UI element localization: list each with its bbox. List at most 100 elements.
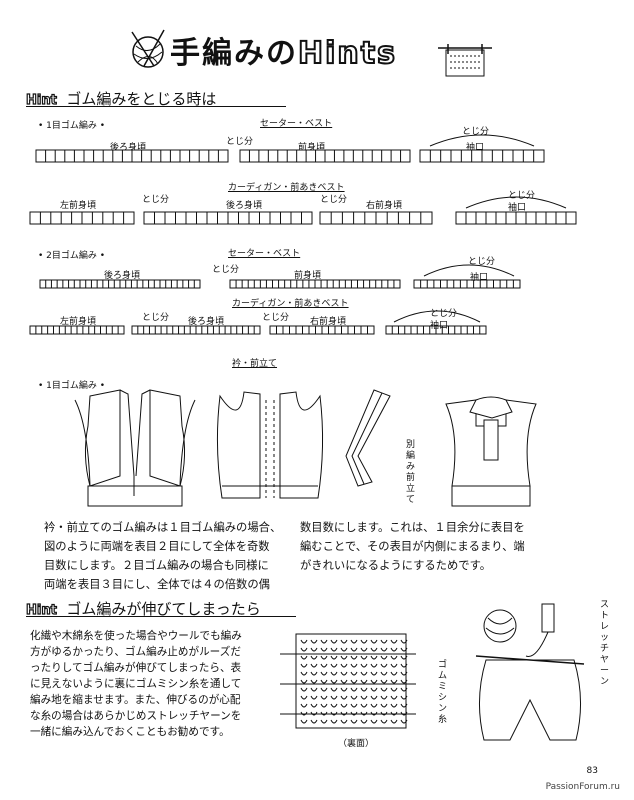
sweater-vest-label-2: セーター・ベスト bbox=[228, 249, 301, 259]
knit-loop bbox=[350, 695, 358, 700]
back-label-1: 後ろ身頃 bbox=[110, 143, 147, 153]
knit-loop bbox=[310, 679, 318, 684]
vest-diagram bbox=[74, 389, 196, 507]
knit-loop bbox=[300, 695, 308, 700]
seam-arrow bbox=[393, 310, 481, 323]
knit-loop bbox=[380, 639, 388, 644]
knit-loop bbox=[400, 703, 408, 708]
knit-loop bbox=[400, 679, 408, 684]
hint-heading-1: Hint ゴム編みをとじる時は bbox=[25, 90, 217, 109]
knit-loop bbox=[310, 695, 318, 700]
knit-loop bbox=[320, 671, 328, 676]
sleeve-label-2: 袖口 bbox=[508, 203, 527, 213]
knit-loop bbox=[350, 711, 358, 716]
rib-stitch-diagrams bbox=[29, 134, 577, 335]
knit-loop bbox=[310, 703, 318, 708]
knit-loop bbox=[350, 639, 358, 644]
knit-loop bbox=[350, 719, 358, 724]
knit-loop bbox=[340, 663, 348, 668]
site-watermark: PassionForum.ru bbox=[545, 782, 620, 792]
knit-loop bbox=[400, 719, 408, 724]
knit-loop bbox=[320, 655, 328, 660]
one-rib-label-2: • 1目ゴム編み • bbox=[38, 381, 106, 391]
knit-loop bbox=[350, 655, 358, 660]
front-label-1: 前身頃 bbox=[298, 143, 326, 153]
knit-loop bbox=[310, 719, 318, 724]
knit-loop bbox=[370, 639, 378, 644]
back-label-3: 後ろ身頃 bbox=[104, 271, 141, 281]
knit-loop bbox=[360, 655, 368, 660]
knit-loop bbox=[320, 647, 328, 652]
knit-loop bbox=[340, 647, 348, 652]
knit-loop bbox=[310, 711, 318, 716]
knit-loop bbox=[320, 679, 328, 684]
collar-paragraph-right: 数目数にします。これは、１目余分に表目を編むことで、その表目が内側にまるまり、端… bbox=[300, 521, 525, 572]
knit-loop bbox=[300, 647, 308, 652]
hint-heading-2: Hint ゴム編みが伸びてしまったら bbox=[25, 600, 261, 619]
knit-loop bbox=[360, 719, 368, 724]
knit-loop bbox=[300, 663, 308, 668]
knit-loop bbox=[360, 687, 368, 692]
knit-loop bbox=[360, 695, 368, 700]
knit-loop bbox=[370, 687, 378, 692]
left-front-label-1: 左前身頃 bbox=[60, 201, 97, 211]
seam-label-2: とじ分 bbox=[462, 127, 490, 137]
knit-loop bbox=[400, 695, 408, 700]
sleeve-label-4: 袖口 bbox=[430, 321, 449, 331]
knit-loop bbox=[300, 655, 308, 660]
knit-loop bbox=[390, 703, 398, 708]
knit-loop bbox=[370, 655, 378, 660]
knit-loop bbox=[320, 663, 328, 668]
left-front-label-2: 左前身頃 bbox=[60, 317, 97, 327]
knit-loop bbox=[350, 671, 358, 676]
knit-loop bbox=[370, 679, 378, 684]
knit-loop bbox=[310, 687, 318, 692]
seam-label-6: とじ分 bbox=[212, 265, 240, 275]
seam-label-7: とじ分 bbox=[468, 257, 496, 267]
sweater-vest-label-1: セーター・ベスト bbox=[260, 119, 333, 129]
knit-loop bbox=[370, 647, 378, 652]
cardigan-vest-label-2: カーディガン・前あきベスト bbox=[232, 299, 349, 309]
knit-loop bbox=[340, 655, 348, 660]
back-label-2: 後ろ身頃 bbox=[226, 201, 263, 211]
right-front-label-1: 右前身頃 bbox=[366, 201, 403, 211]
knit-loop bbox=[320, 639, 328, 644]
polo-vest-diagram bbox=[445, 396, 537, 507]
knit-loop bbox=[390, 655, 398, 660]
knit-loop bbox=[400, 671, 408, 676]
stretch-yarn-label: ストレッチヤーン bbox=[600, 600, 610, 687]
seam-label-9: とじ分 bbox=[262, 313, 290, 323]
knit-loop bbox=[380, 655, 388, 660]
one-rib-label: • 1目ゴム編み • bbox=[38, 121, 106, 131]
knit-loop bbox=[400, 663, 408, 668]
knit-loop bbox=[340, 671, 348, 676]
knit-loop bbox=[400, 711, 408, 716]
stretch-yarn-diagram bbox=[475, 603, 585, 741]
seam-arrow bbox=[429, 134, 535, 147]
page-number: 83 bbox=[586, 766, 598, 776]
knit-loop bbox=[330, 711, 338, 716]
knit-loop bbox=[390, 695, 398, 700]
knit-loop bbox=[350, 703, 358, 708]
knit-loop bbox=[300, 687, 308, 692]
back-label-4: 後ろ身頃 bbox=[188, 317, 225, 327]
seam-label-8: とじ分 bbox=[142, 313, 170, 323]
cardigan-diagram bbox=[216, 391, 324, 499]
seam-arrow bbox=[423, 264, 515, 277]
seam-label-1: とじ分 bbox=[226, 137, 254, 147]
knitting-needles-icon bbox=[438, 44, 492, 77]
knit-loop bbox=[330, 719, 338, 724]
sleeve-label-1: 袖口 bbox=[466, 143, 485, 153]
collar-paragraph-left: 衿・前立てのゴム編みは１目ゴム編みの場合、図のように両端を表目２目にして全体を奇… bbox=[44, 521, 282, 591]
knit-loop bbox=[340, 639, 348, 644]
seam-label-3: とじ分 bbox=[142, 195, 170, 205]
knit-loop bbox=[360, 679, 368, 684]
collar-title: 衿・前立て bbox=[232, 359, 278, 369]
knit-loop bbox=[310, 647, 318, 652]
knit-loop bbox=[310, 671, 318, 676]
knit-loop bbox=[400, 639, 408, 644]
knit-loop bbox=[330, 639, 338, 644]
knit-loop bbox=[330, 647, 338, 652]
knit-loop bbox=[380, 719, 388, 724]
knit-fabric-diagram bbox=[280, 633, 416, 729]
